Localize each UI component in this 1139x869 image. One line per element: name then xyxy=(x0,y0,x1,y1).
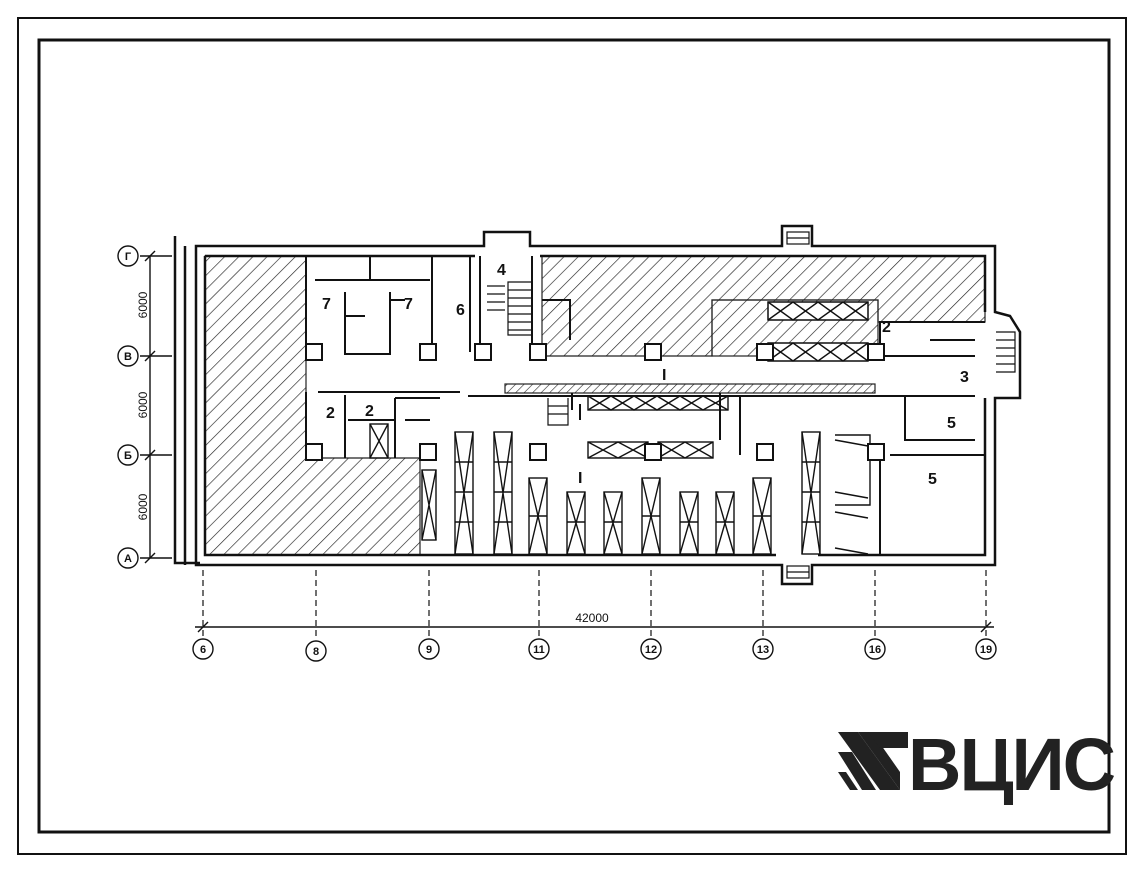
axis-label-row: В xyxy=(124,351,132,363)
stairs xyxy=(487,231,1016,579)
row-dimension: 6000 xyxy=(136,493,150,520)
room-label: 2 xyxy=(365,403,374,420)
structural-columns xyxy=(305,343,885,461)
cross-marked-elements xyxy=(369,301,869,459)
hatched-zones xyxy=(204,255,986,556)
axis-label-row: Г xyxy=(125,251,132,263)
equipment-racks xyxy=(421,431,871,555)
axis-label-row: Б xyxy=(124,450,132,462)
axis-label-column: 13 xyxy=(757,644,769,656)
axis-label-column: 6 xyxy=(200,644,206,656)
axis-label-column: 19 xyxy=(980,644,992,656)
outer-frame xyxy=(17,17,1127,855)
room-label: I xyxy=(578,470,582,487)
room-label: I xyxy=(662,367,666,384)
room-label: 7 xyxy=(322,296,331,313)
axis-label-column: 9 xyxy=(426,644,432,656)
room-label: 5 xyxy=(947,415,956,432)
room-label: 3 xyxy=(960,369,969,386)
axis-label-column: 8 xyxy=(313,646,319,658)
room-label: 6 xyxy=(456,302,465,319)
row-dimension: 6000 xyxy=(136,291,150,318)
logo-text: ВЦИС xyxy=(908,723,1115,806)
axis-label-column: 12 xyxy=(645,644,657,656)
axis-label-column: 11 xyxy=(533,644,545,656)
axis-label-column: 16 xyxy=(869,644,881,656)
logo-mark-icon xyxy=(838,732,908,790)
room-label: 2 xyxy=(882,319,891,336)
overall-dimension: 42000 xyxy=(575,611,609,625)
room-labels: 7 7 6 4 2 I 2 2 3 5 I 5 xyxy=(322,262,969,488)
room-label: 4 xyxy=(497,262,506,279)
room-label: 2 xyxy=(326,405,335,422)
inner-frame xyxy=(37,38,1111,834)
room-label: 5 xyxy=(928,471,937,488)
row-dimension: 6000 xyxy=(136,391,150,418)
organization-logo: ВЦИС xyxy=(838,723,1117,806)
axis-label-row: А xyxy=(124,553,132,565)
room-label: 7 xyxy=(404,296,413,313)
column-axes: 42000 6 8 9 11 12 13 16 19 xyxy=(192,570,997,662)
row-axes: Г В Б А 6000 6000 6000 xyxy=(117,245,172,569)
exterior-walls xyxy=(173,224,1022,586)
